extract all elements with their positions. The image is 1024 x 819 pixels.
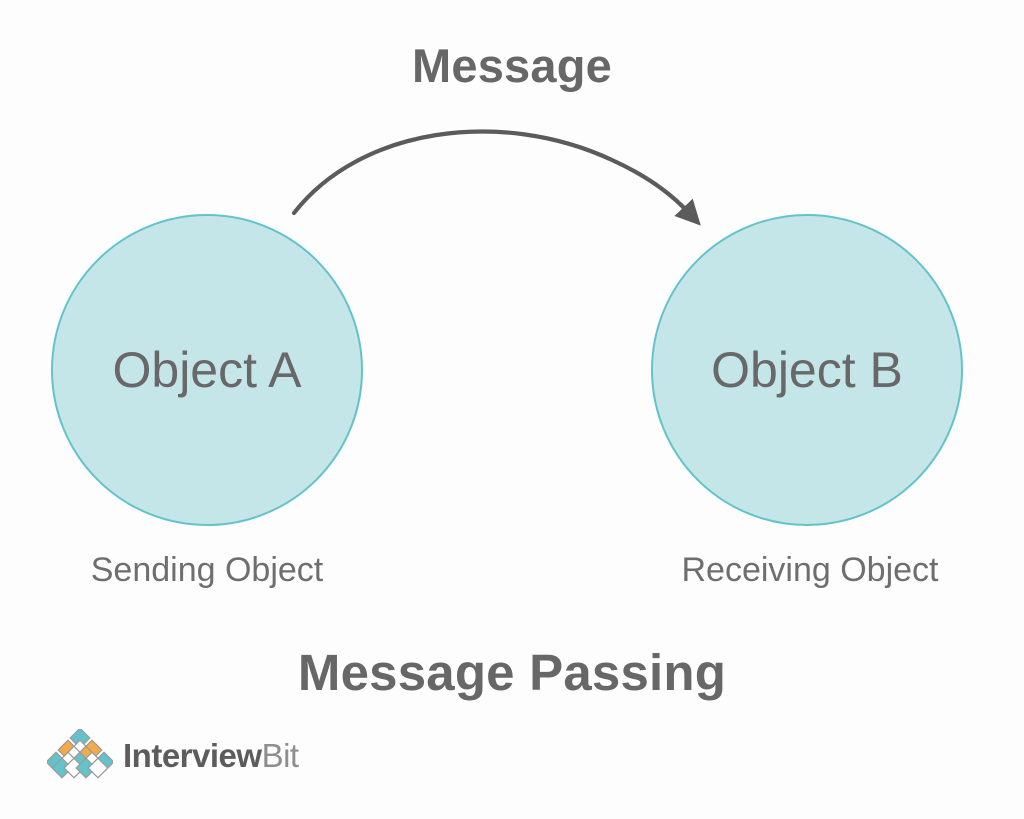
node-object-a: Object A (51, 214, 363, 526)
caption-sending-object: Sending Object (90, 551, 324, 589)
logo-name-light: Bit (261, 736, 300, 774)
diagram-title: Message Passing (297, 644, 727, 701)
node-object-a-label: Object A (112, 342, 302, 398)
interviewbit-diamond-mark-icon (47, 729, 113, 779)
interviewbit-wordmark: InterviewBit (123, 739, 299, 772)
caption-receiving-object: Receiving Object (681, 551, 939, 589)
node-object-b-label: Object B (711, 342, 903, 398)
connector-label: Message (412, 39, 612, 92)
logo-name-bold: Interview (123, 736, 262, 774)
interviewbit-logo: InterviewBit (47, 729, 299, 779)
arrow-path (291, 129, 701, 226)
node-object-b: Object B (651, 214, 963, 526)
